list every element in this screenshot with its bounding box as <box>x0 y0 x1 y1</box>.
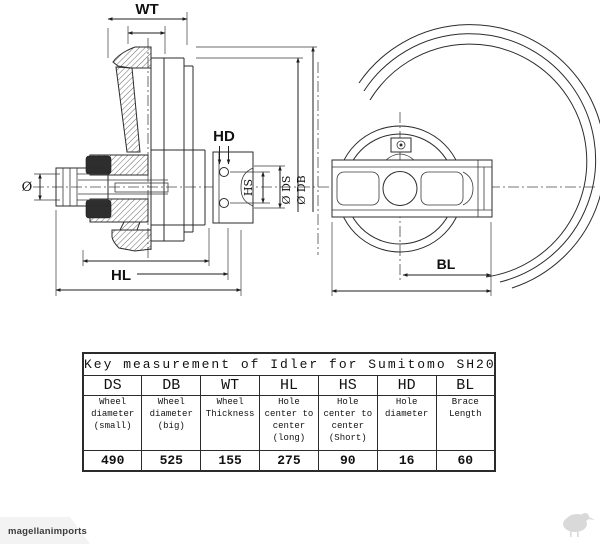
table-code-row: DS DB WT HL HS HD BL <box>82 375 496 396</box>
desc-cell-hl: Hole center to center (long) <box>259 395 319 451</box>
desc-cell-db: Wheel diameter (big) <box>141 395 202 451</box>
outer-rim-arc <box>358 24 600 289</box>
desc-cell-bl: Brace Length <box>435 395 496 451</box>
dimension-db: Ø DB <box>196 46 317 212</box>
section-top-flange <box>112 46 152 69</box>
kiwi-bird-logo <box>563 513 595 537</box>
hs-label: HS <box>242 179 255 196</box>
bracket-right-cutout <box>420 171 464 206</box>
value-cell-hs: 90 <box>317 450 378 472</box>
bl-label: BL <box>437 256 456 272</box>
fitting-boss-arc <box>385 153 415 161</box>
keyway-slot <box>114 182 169 193</box>
value-cell-wt: 155 <box>200 450 261 472</box>
watermark-tab-shape <box>0 517 90 544</box>
inner-rim-arc <box>369 43 588 278</box>
bracket-fork-curve <box>462 171 474 206</box>
grease-fitting-dot <box>399 143 403 147</box>
dimension-hub-pilot <box>254 165 285 209</box>
grease-fitting-circle <box>396 140 406 150</box>
idler-technical-drawing: WT HD HS <box>22 1 600 296</box>
code-cell-bl: BL <box>435 375 496 396</box>
dimension-hs: HS <box>230 171 270 204</box>
wt-label: WT <box>135 1 158 18</box>
dimensions: WT HD HS <box>22 1 492 296</box>
dimension-hl: HL <box>111 228 229 284</box>
desc-cell-ds: Wheel diameter (small) <box>82 395 143 451</box>
bracket-left-cutout <box>336 171 380 206</box>
seller-watermark: magellanimports <box>0 516 90 544</box>
code-cell-hd: HD <box>376 375 437 396</box>
table-value-row: 490 525 155 275 90 16 60 <box>82 450 496 472</box>
bracket-body <box>331 159 493 218</box>
section-top-web <box>115 66 141 153</box>
code-cell-wt: WT <box>200 375 261 396</box>
section-bottom-flange <box>111 229 152 252</box>
code-cell-ds: DS <box>82 375 143 396</box>
value-cell-hd: 16 <box>376 450 437 472</box>
dimension-wt: WT <box>107 1 188 58</box>
middle-rim-arc <box>363 33 597 283</box>
mount-hole-upper <box>219 167 229 177</box>
bracket-center-hole <box>382 171 418 206</box>
dimension-hd: HD <box>213 128 235 165</box>
section-bottom-web <box>119 221 141 231</box>
table-description-row: Wheel diameter (small) Wheel diameter (b… <box>82 395 496 451</box>
desc-cell-hs: Hole center to center (Short) <box>317 395 378 451</box>
seal-lower <box>85 199 112 219</box>
dimension-shaft-diameter: Ø <box>22 173 60 201</box>
table-title: Key measurement of Idler for Sumitomo SH… <box>82 352 496 376</box>
value-cell-ds: 490 <box>82 450 143 472</box>
desc-cell-hd: Hole diameter <box>376 395 437 451</box>
watermark-seller-name: magellanimports <box>8 526 88 537</box>
idler-side-view <box>331 24 600 289</box>
dimension-wheel-bottom <box>82 228 210 266</box>
db-label: Ø DB <box>295 175 308 204</box>
shaft-diameter-symbol: Ø <box>22 180 33 195</box>
dimension-overall-length <box>55 210 242 296</box>
idler-section-view <box>55 46 254 252</box>
mount-hole-lower <box>219 198 229 208</box>
value-cell-db: 525 <box>141 450 202 472</box>
desc-cell-wt: Wheel Thickness <box>200 395 261 451</box>
ds-label: Ø DS <box>280 176 293 205</box>
shaft-block <box>55 167 109 207</box>
hd-label: HD <box>213 128 235 145</box>
code-cell-hl: HL <box>259 375 319 396</box>
table-title-row: Key measurement of Idler for Sumitomo SH… <box>82 352 496 376</box>
dimension-ds: Ø DS <box>196 57 303 212</box>
dimension-bracket-width <box>331 222 492 296</box>
value-cell-hl: 275 <box>259 450 319 472</box>
seal-upper <box>85 155 112 175</box>
value-cell-bl: 60 <box>435 450 496 472</box>
key-measurement-table: Key measurement of Idler for Sumitomo SH… <box>82 352 496 472</box>
hl-label: HL <box>111 267 131 284</box>
code-cell-db: DB <box>141 375 202 396</box>
code-cell-hs: HS <box>317 375 378 396</box>
dimension-bl: BL <box>402 222 492 296</box>
